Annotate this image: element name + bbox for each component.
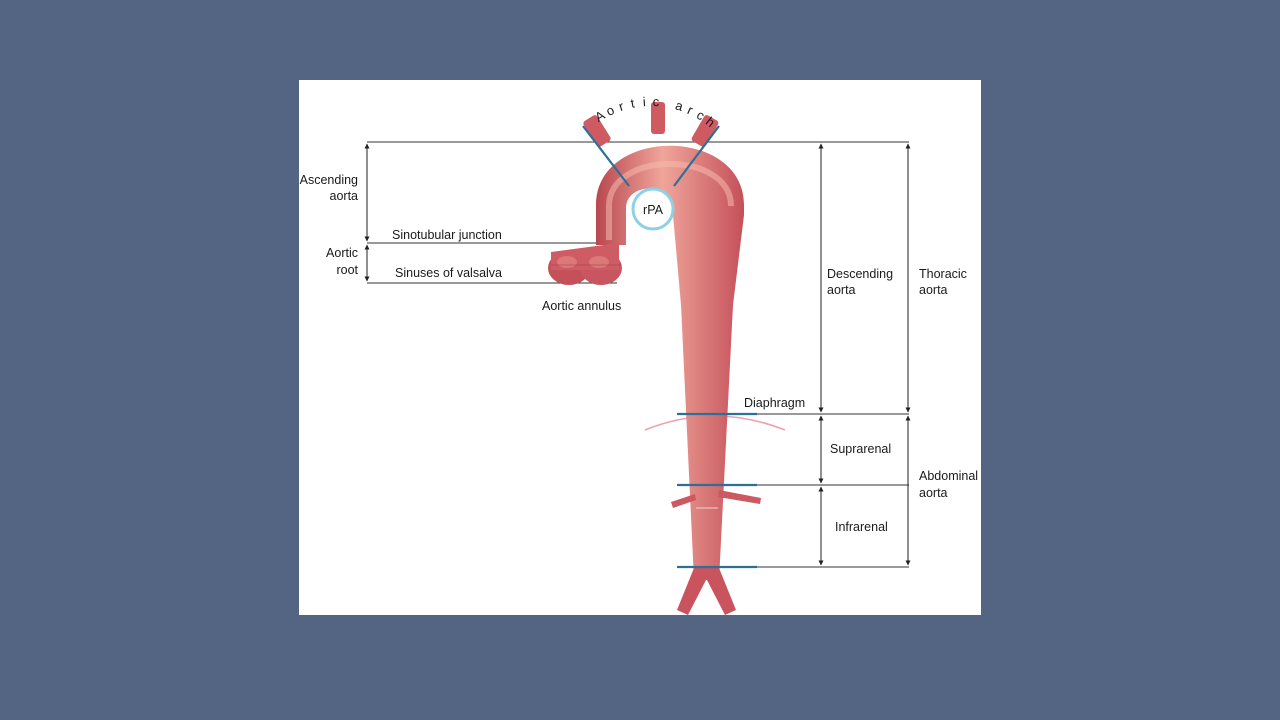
guide-lines <box>367 141 909 568</box>
ascending-aorta-label-line2: aorta <box>330 189 359 203</box>
arch-start-marker <box>582 125 630 187</box>
left-subclavian-branch <box>691 115 719 147</box>
aortic-arch-letter: a <box>674 97 686 114</box>
thoracic-aorta-label-line2: aorta <box>919 283 948 297</box>
aortic-arch-letter: r <box>617 98 626 114</box>
aortic-annulus-label: Aortic annulus <box>542 299 621 313</box>
arch-end-marker <box>673 125 720 187</box>
sinotubular-junction-label: Sinotubular junction <box>392 228 502 242</box>
dimension-arrows <box>364 143 911 566</box>
descending-aorta-label-line1: Descending <box>827 267 893 281</box>
aortic-arch-letter: i <box>642 94 646 109</box>
right-renal-artery <box>671 494 696 508</box>
brachiocephalic-branch <box>583 115 611 147</box>
aortic-arch-tube <box>596 145 744 580</box>
sinuses-of-valsalva-label: Sinuses of valsalva <box>395 266 502 280</box>
rpa-ring <box>631 187 675 231</box>
abdominal-aorta-label-line2: aorta <box>919 486 948 500</box>
thoracic-aorta-label-line1: Thoracic <box>919 267 967 281</box>
abdominal-aorta-label-line1: Abdominal <box>919 469 978 483</box>
aortic-root-label-line2: root <box>336 263 358 277</box>
infrarenal-label: Infrarenal <box>835 520 888 534</box>
aortic-arch-letter: t <box>629 96 636 111</box>
left-renal-artery <box>718 490 761 504</box>
aorta-vessel <box>548 102 761 615</box>
diaphragm-label: Diaphragm <box>744 396 805 410</box>
aortic-arch-letter: c <box>652 94 660 109</box>
aortic-root-label-line1: Aortic <box>326 246 358 260</box>
suprarenal-label: Suprarenal <box>830 442 891 456</box>
left-carotid-branch <box>651 102 665 134</box>
rpa-label: rPA <box>643 203 664 217</box>
aortic-arch-letter: o <box>604 102 617 119</box>
iliac-bifurcation <box>677 568 736 615</box>
descending-aorta-label-line2: aorta <box>827 283 856 297</box>
ascending-aorta-label-line1: Ascending <box>300 173 358 187</box>
aortic-arch-letter: r <box>685 102 696 118</box>
